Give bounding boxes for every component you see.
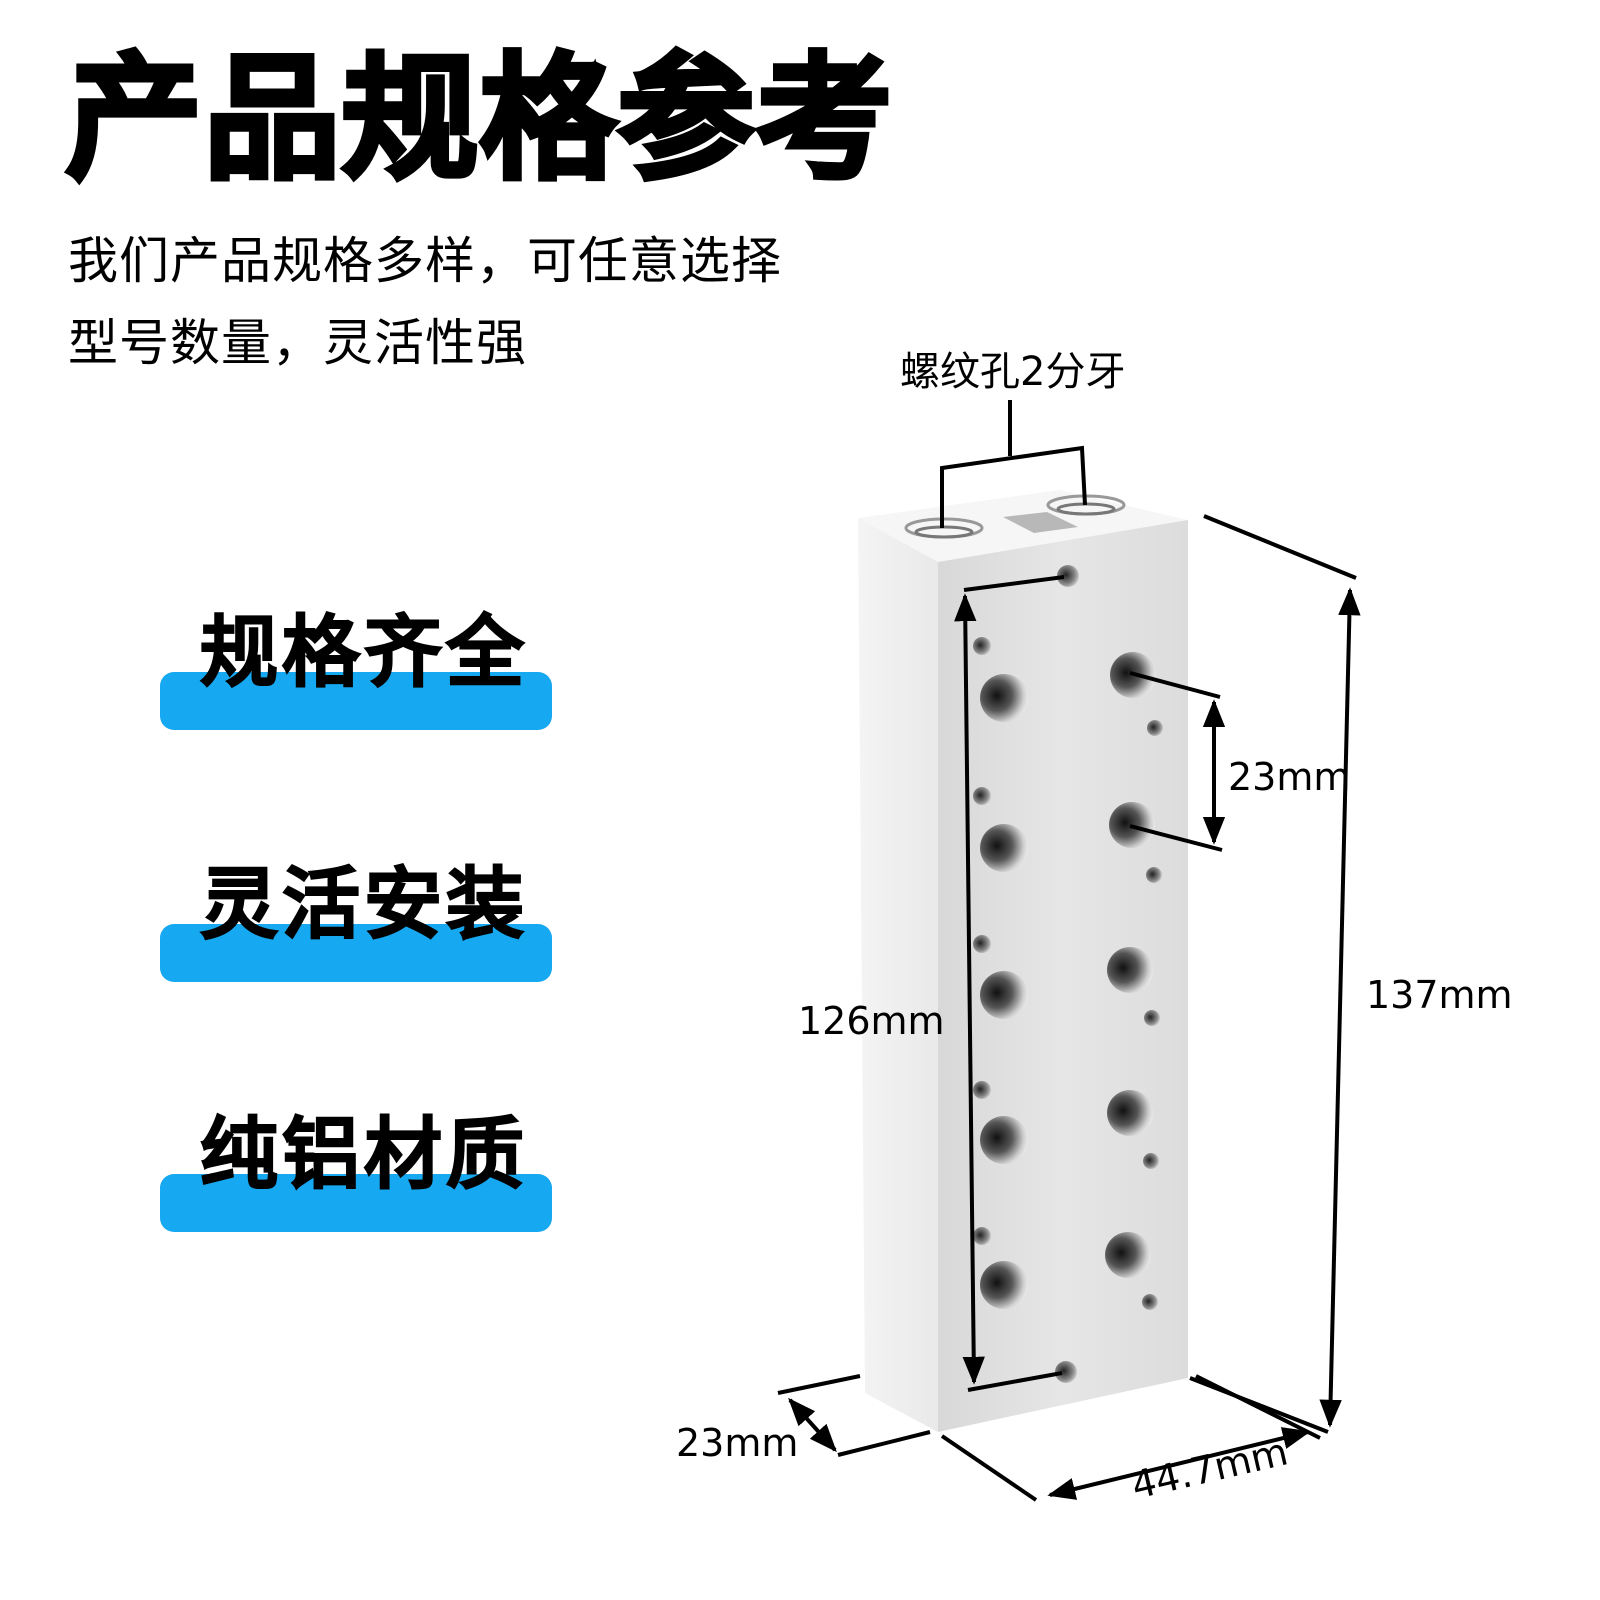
dimension-126mm-lines	[954, 575, 1065, 1392]
depth-label: 23mm	[676, 1421, 799, 1465]
feature-highlight-bar	[160, 1174, 552, 1232]
feature-label: 规格齐全	[199, 608, 529, 698]
feature-badge-install: 灵活安装	[160, 862, 552, 982]
feature-highlight-bar	[160, 924, 552, 982]
dimension-depth-lines	[777, 1374, 931, 1457]
feature-badge-material: 纯铝材质	[160, 1112, 552, 1232]
block-side-face	[858, 518, 938, 1432]
thread-callout-bracket	[940, 400, 1087, 528]
port-holes-left	[980, 674, 1028, 1309]
dimension-width-lines	[940, 1374, 1321, 1502]
block-front-face	[938, 520, 1188, 1432]
feature-label: 纯铝材质	[199, 1110, 529, 1200]
subtitle-line-2: 型号数量，灵活性强	[68, 314, 527, 372]
subtitle-line-1: 我们产品规格多样，可任意选择	[68, 232, 782, 290]
hole-pitch-label: 23mm	[1228, 755, 1351, 799]
dimension-pitch-lines	[1129, 671, 1226, 852]
hole-span-label: 126mm	[798, 999, 945, 1043]
thread-callout-label: 螺纹孔2分牙	[900, 349, 1126, 395]
page-title: 产品规格参考	[64, 41, 895, 199]
feature-highlight-bar	[160, 672, 552, 730]
feature-badge-specs: 规格齐全	[160, 610, 552, 730]
feature-label: 灵活安装	[199, 860, 529, 950]
dimension-137mm-lines	[1189, 514, 1361, 1434]
total-height-label: 137mm	[1366, 973, 1513, 1017]
